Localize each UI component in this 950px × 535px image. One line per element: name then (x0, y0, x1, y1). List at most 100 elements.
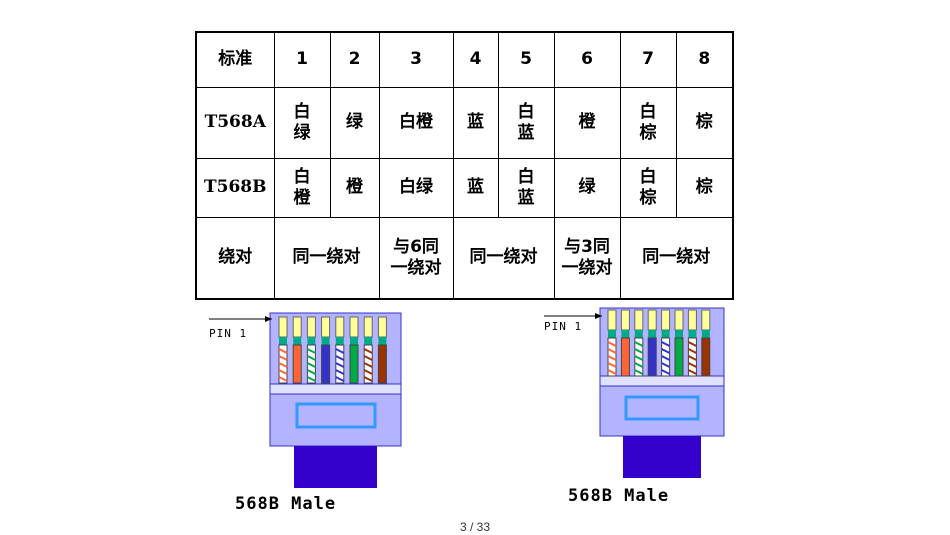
plug-caption: 568B Male (235, 494, 336, 514)
wire-conductor (321, 344, 331, 384)
wire-stripe (278, 376, 288, 382)
table-cell: 白橙 (273, 157, 331, 218)
contact-insulator (350, 337, 358, 345)
table-cell: 白棕 (619, 157, 677, 218)
contact-pin (306, 316, 316, 338)
wire-stripe (687, 341, 697, 347)
wire-stripe (363, 348, 373, 354)
wire-stripe (306, 355, 316, 361)
row-label: T568A (195, 86, 275, 159)
table-header-row: 标准 1 2 3 4 5 6 7 8 (195, 31, 734, 88)
pin1-label: PIN 1 (209, 327, 247, 340)
contact-insulator (621, 330, 630, 338)
contact-pin (701, 309, 711, 331)
table-cell: 棕 (675, 157, 734, 218)
table-cell: 橙 (553, 86, 621, 159)
row-label: 绕对 (195, 216, 275, 300)
wire-stripe (607, 355, 617, 361)
plug-illustration (269, 312, 402, 488)
wire-stripe (687, 369, 697, 375)
wire-stripe (607, 348, 617, 354)
contact-insulator (688, 330, 697, 338)
table-cell: 蓝 (452, 157, 499, 218)
row-label: T568B (195, 157, 275, 218)
wire-stripe (634, 362, 644, 368)
wire-stripe (335, 362, 345, 368)
header-cell: 3 (378, 31, 454, 88)
contact-insulator (321, 337, 330, 345)
contact-pin (321, 316, 331, 338)
header-cell: 1 (273, 31, 331, 88)
wire-stripe (278, 348, 288, 354)
table-cell: 白棕 (619, 86, 677, 159)
wire-stripe (687, 355, 697, 361)
contact-pin (278, 316, 288, 338)
table-cell: 白橙 (378, 86, 454, 159)
wire-stripe (306, 376, 316, 382)
wire-stripe (335, 369, 345, 375)
table-cell: 绿 (553, 157, 621, 218)
wire-stripe (335, 348, 345, 354)
table-cell: 蓝 (452, 86, 499, 159)
header-cell: 4 (452, 31, 499, 88)
wire-stripe (363, 362, 373, 368)
contact-pin (620, 309, 630, 331)
wire-conductor (647, 337, 657, 377)
contact-insulator (293, 337, 302, 345)
contact-pin (634, 309, 644, 331)
pair-cell: 同一绕对 (273, 216, 380, 300)
wire-conductor (701, 337, 711, 377)
wire-stripe (661, 369, 671, 375)
table-row-t568a: T568A 白绿 绿 白橙 蓝 白蓝 橙 白棕 棕 (195, 86, 734, 159)
wire-conductor (377, 344, 387, 384)
wire-conductor (620, 337, 630, 377)
wire-stripe (335, 355, 345, 361)
plug-caption: 568B Male (568, 486, 669, 506)
wire-stripe (278, 369, 288, 375)
wire-stripe (306, 362, 316, 368)
contact-pin (292, 316, 302, 338)
pair-cell: 与6同一绕对 (378, 216, 454, 300)
wire-stripe (278, 355, 288, 361)
contact-insulator (364, 337, 373, 345)
wire-stripe (278, 362, 288, 368)
wire-stripe (607, 369, 617, 375)
wire-stripe (634, 355, 644, 361)
wire-stripe (687, 362, 697, 368)
table-row-t568b: T568B 白橙 橙 白绿 蓝 白蓝 绿 白棕 棕 (195, 157, 734, 218)
wire-stripe (634, 341, 644, 347)
header-cell: 6 (553, 31, 621, 88)
wire-stripe (634, 348, 644, 354)
header-cell: 2 (329, 31, 380, 88)
contact-insulator (608, 330, 616, 338)
wire-stripe (363, 369, 373, 375)
table-row-pairs: 绕对 同一绕对 与6同一绕对 同一绕对 与3同一绕对 同一绕对 (195, 216, 734, 300)
wire-stripe (661, 341, 671, 347)
wire-stripe (335, 376, 345, 382)
contact-pin (335, 316, 345, 338)
contact-pin (607, 309, 617, 331)
wiring-standard-table: 标准 1 2 3 4 5 6 7 8 T568A 白绿 绿 白橙 蓝 白蓝 橙 … (195, 31, 734, 300)
wire-stripe (363, 376, 373, 382)
table-cell: 棕 (675, 86, 734, 159)
rj45-plug-diagram-right: PIN 1 568B Male (544, 307, 725, 506)
pair-cell: 与3同一绕对 (553, 216, 621, 300)
wire-stripe (607, 362, 617, 368)
header-cell: 标准 (195, 31, 275, 88)
wire-stripe (687, 348, 697, 354)
contact-insulator (661, 330, 670, 338)
contact-pin (377, 316, 387, 338)
contact-insulator (648, 330, 657, 338)
contact-insulator (335, 337, 344, 345)
header-cell: 7 (619, 31, 677, 88)
wire-stripe (306, 369, 316, 375)
wire-stripe (607, 341, 617, 347)
pair-cell: 同一绕对 (452, 216, 555, 300)
contact-insulator (701, 330, 710, 338)
wire-stripe (634, 369, 644, 375)
table-cell: 白蓝 (497, 157, 555, 218)
contact-insulator (307, 337, 316, 345)
wire-stripe (363, 355, 373, 361)
contact-pin (363, 316, 373, 338)
contact-insulator (675, 330, 683, 338)
